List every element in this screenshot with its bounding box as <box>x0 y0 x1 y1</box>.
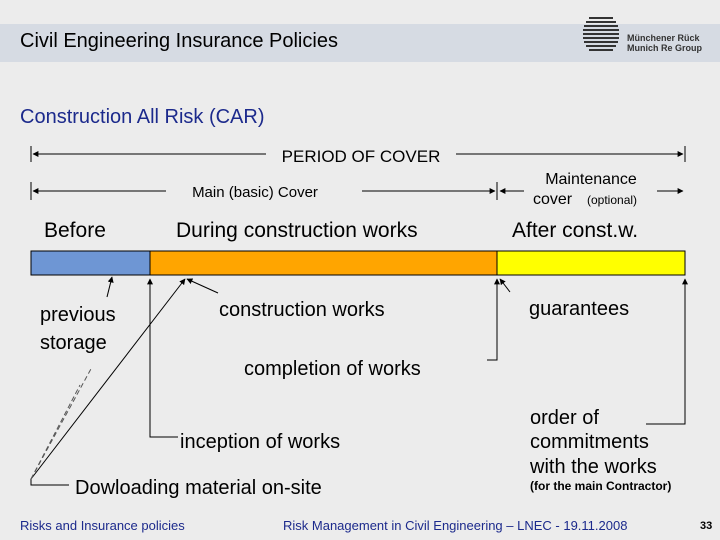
footer-center-text: Risk Management in Civil Engineering – L… <box>283 518 628 533</box>
phase-after-bar <box>496 250 686 276</box>
maintenance-optional-label: (optional) <box>587 193 637 207</box>
phase-before-bar <box>30 250 151 276</box>
footer-left-text: Risks and Insurance policies <box>20 518 185 533</box>
commitments-label: commitments <box>530 431 649 453</box>
order-of-label: order of <box>530 407 599 429</box>
with-the-works-label: with the works <box>529 456 657 478</box>
previous-storage-arrow <box>106 276 114 298</box>
logo-text-english: Munich Re Group <box>627 43 702 53</box>
inception-of-works-arrow <box>147 278 178 438</box>
maintenance-label: Maintenance <box>545 171 637 188</box>
downloading-link-during <box>30 278 186 480</box>
downloading-material-label: Dowloading material on-site <box>75 477 322 499</box>
guarantees-label: guarantees <box>529 298 629 320</box>
downloading-link-before-dashed-2 <box>30 384 81 480</box>
phase-during-bar <box>149 250 498 276</box>
downloading-bracket-line <box>30 479 69 486</box>
page-number: 33 <box>700 520 713 532</box>
phase-after-label: After const.w. <box>512 219 638 242</box>
period-of-cover-bracket <box>30 146 686 162</box>
slide-subtitle: Construction All Risk (CAR) <box>20 106 265 128</box>
construction-works-arrow <box>186 278 219 294</box>
main-cover-label: Main (basic) Cover <box>192 184 318 201</box>
phase-during-label: During construction works <box>176 219 418 242</box>
inception-of-works-label: inception of works <box>180 431 340 453</box>
storage-label: storage <box>40 332 107 354</box>
completion-of-works-label: completion of works <box>244 358 421 380</box>
logo-text-german: Münchener Rück <box>627 33 700 43</box>
order-of-commitments-arrow <box>646 278 688 425</box>
guarantees-arrow <box>499 278 511 293</box>
main-cover-bracket <box>30 182 498 200</box>
main-contractor-note: (for the main Contractor) <box>530 479 671 493</box>
previous-label: previous <box>40 304 116 326</box>
page-header-title: Civil Engineering Insurance Policies <box>20 30 338 52</box>
construction-works-label: construction works <box>219 299 385 321</box>
downloading-link-before-dashed <box>30 366 93 480</box>
completion-of-works-arrow <box>487 278 500 361</box>
munich-re-logo-icon <box>583 17 619 51</box>
maintenance-cover-label: cover <box>533 191 573 208</box>
phase-before-label: Before <box>44 219 106 242</box>
period-of-cover-label: PERIOD OF COVER <box>282 147 441 166</box>
